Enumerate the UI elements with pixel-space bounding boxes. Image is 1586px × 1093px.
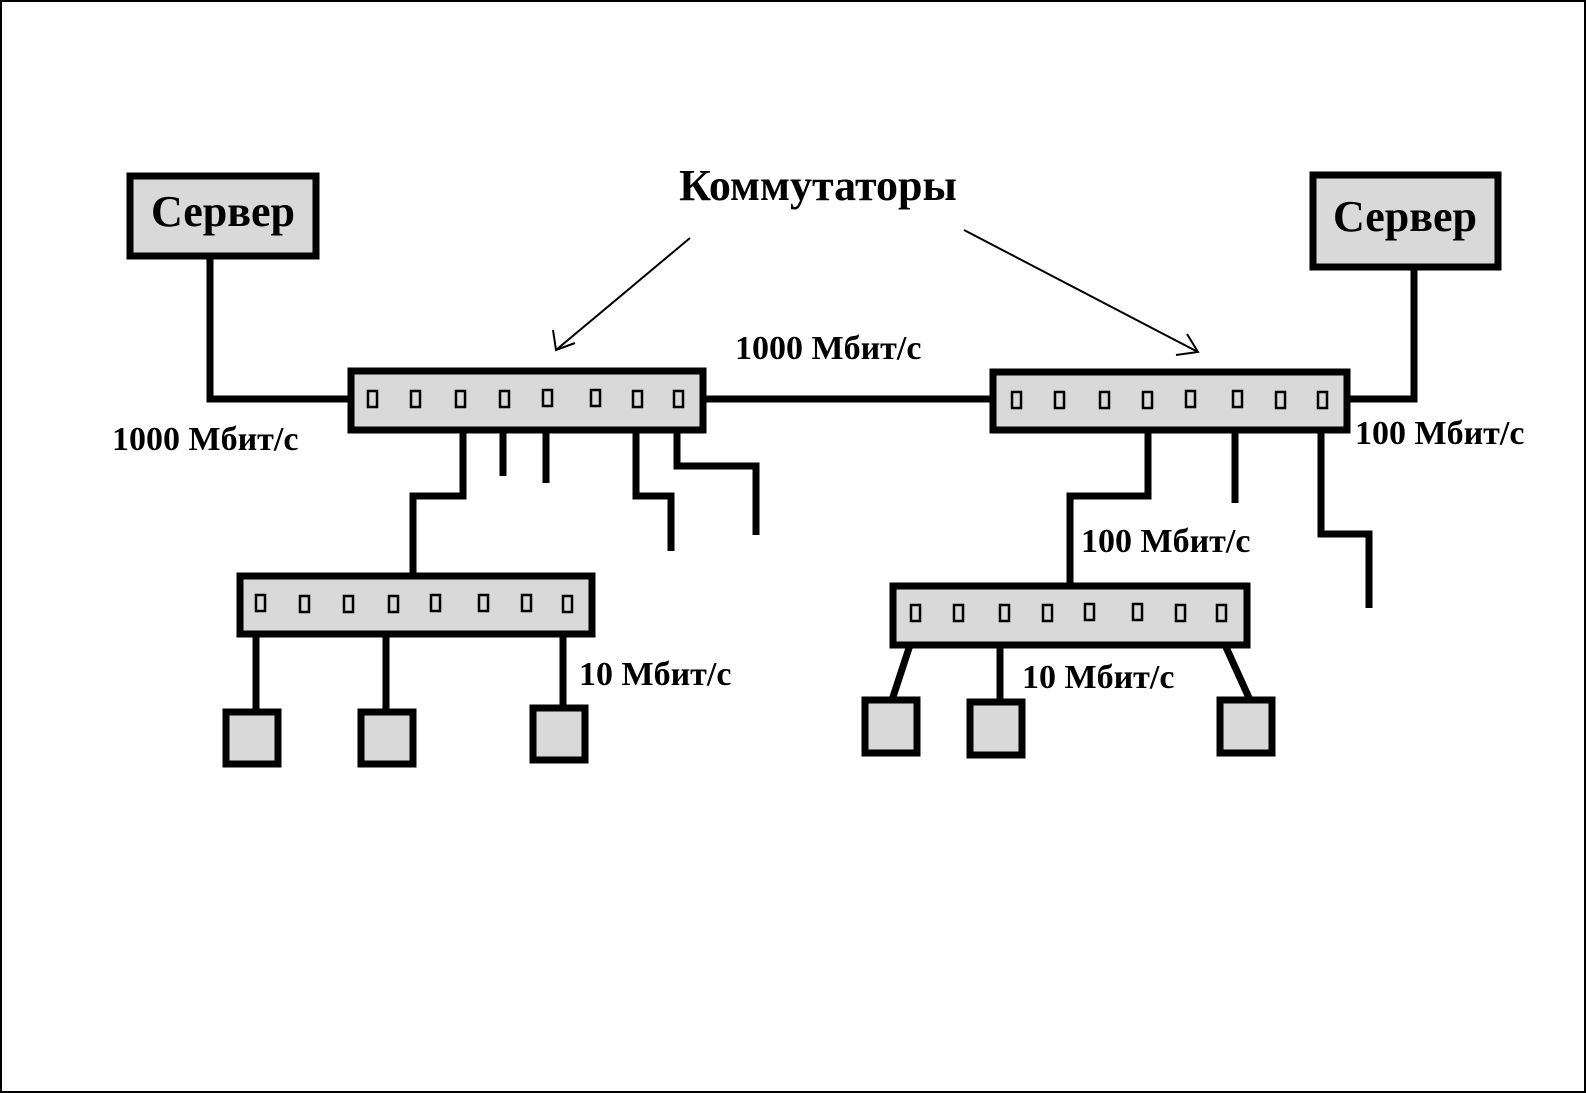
- switch-port: [1174, 603, 1187, 623]
- arrow-right: [963, 229, 1199, 353]
- speed-label-backbone: 1000 Мбит/с: [735, 330, 921, 367]
- switch-port: [541, 388, 554, 408]
- switch-port: [1131, 602, 1144, 622]
- switch-port: [631, 389, 644, 409]
- switch-port: [561, 594, 574, 614]
- switch-left-main-ports: [366, 388, 685, 409]
- switch-right-main: [989, 368, 1351, 434]
- speed-label-right-server: 100 Мбит/с: [1355, 415, 1524, 452]
- wire-right-host-1: [888, 643, 914, 702]
- host-box: [529, 704, 589, 764]
- arrowhead-left: [552, 329, 576, 352]
- speed-label-right-uplink: 100 Мбит/с: [1081, 523, 1250, 560]
- switch-left-access-body: [236, 572, 596, 638]
- switch-left-main: [347, 367, 707, 434]
- arrow-left: [555, 237, 691, 351]
- switch-port: [909, 603, 922, 623]
- host-box: [861, 696, 921, 757]
- host-box: [966, 698, 1026, 759]
- wires: [206, 256, 1418, 712]
- switch-port: [1274, 390, 1287, 410]
- switch-port: [1215, 603, 1228, 623]
- switch-port: [298, 594, 311, 614]
- speed-label-left-access: 10 Мбит/с: [579, 656, 731, 693]
- switch-port: [366, 389, 379, 409]
- switch-left-main-body: [347, 367, 707, 434]
- host-box: [357, 708, 417, 768]
- wire-right-server: [1347, 267, 1418, 403]
- wire-right-stub-2: [1317, 430, 1373, 608]
- switch-left-access: [236, 572, 596, 638]
- wire-left-server: [206, 256, 351, 403]
- switch-right-access-body: [889, 582, 1251, 649]
- wire-left-stub-4: [673, 430, 760, 535]
- server-left: Сервер: [126, 172, 320, 260]
- switch-left-access-ports: [254, 593, 574, 614]
- switch-port: [409, 389, 422, 409]
- switch-right-access-ports: [909, 602, 1228, 623]
- hosts-right: [861, 696, 1276, 759]
- switch-port: [1231, 389, 1244, 409]
- title-arrows: [552, 229, 1200, 356]
- wire-left-uplink: [409, 430, 467, 576]
- switch-port: [342, 594, 355, 614]
- host-box: [1216, 696, 1276, 757]
- wire-right-host-3: [1221, 643, 1254, 702]
- server-right-box: [1309, 171, 1502, 271]
- server-right-label: Сервер: [1333, 192, 1477, 241]
- server-left-label: Сервер: [151, 187, 295, 236]
- wire-left-stub-3: [632, 430, 675, 551]
- switch-port: [1010, 390, 1023, 410]
- switch-port: [520, 593, 533, 613]
- speed-label-left-server: 1000 Мбит/с: [112, 421, 298, 458]
- switch-port: [1316, 390, 1329, 410]
- switch-port: [1184, 389, 1197, 409]
- switch-port: [672, 389, 685, 409]
- switch-right-main-ports: [1010, 389, 1329, 410]
- arrowhead-right: [1175, 333, 1200, 356]
- switch-port: [998, 603, 1011, 623]
- switch-right-access: [889, 582, 1251, 649]
- hosts-left: [222, 704, 589, 768]
- switch-port: [477, 593, 490, 613]
- switch-port: [254, 593, 267, 613]
- switch-port: [454, 389, 467, 409]
- switch-port: [1098, 390, 1111, 410]
- diagram-title: Коммутаторы: [679, 161, 957, 210]
- switch-port: [1083, 602, 1096, 622]
- wire-right-uplink: [1066, 430, 1152, 586]
- server-right: Сервер: [1309, 171, 1502, 271]
- server-left-box: [126, 172, 320, 260]
- speed-label-right-access: 10 Мбит/с: [1022, 659, 1174, 696]
- switch-right-main-body: [989, 368, 1351, 434]
- switch-port: [498, 389, 511, 409]
- switch-port: [952, 603, 965, 623]
- switch-port: [429, 593, 442, 613]
- switch-port: [1053, 390, 1066, 410]
- switch-port: [1141, 390, 1154, 410]
- host-box: [222, 708, 282, 768]
- switch-port: [589, 388, 602, 408]
- switch-port: [387, 594, 400, 614]
- switch-port: [1041, 603, 1054, 623]
